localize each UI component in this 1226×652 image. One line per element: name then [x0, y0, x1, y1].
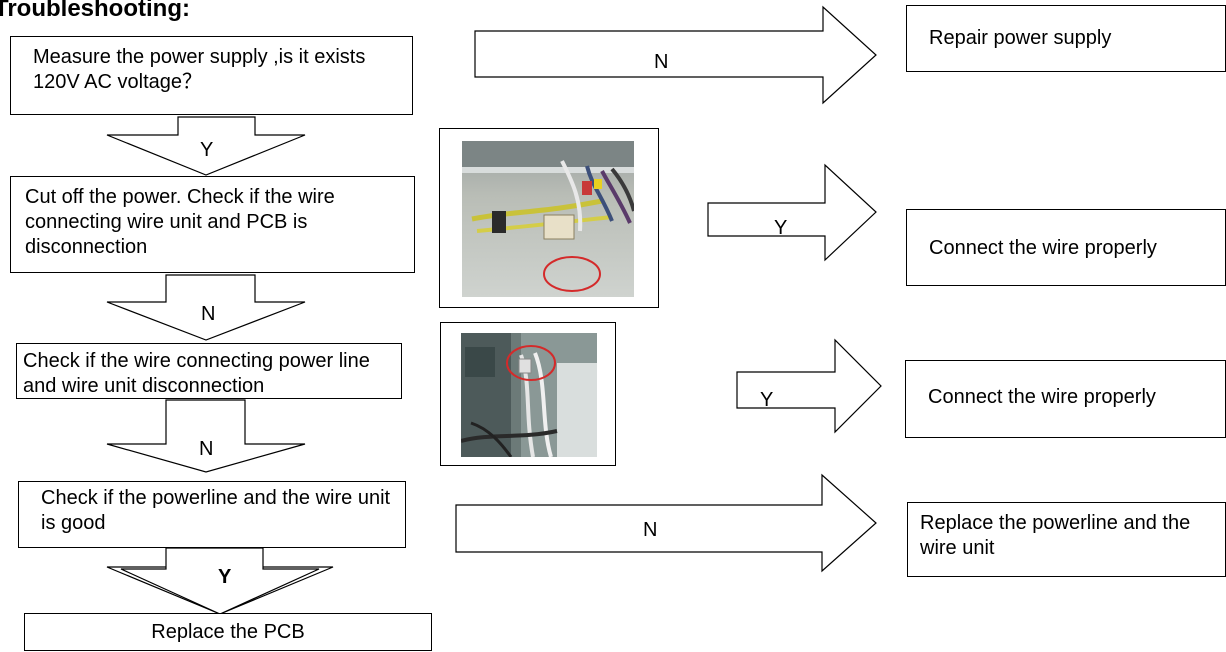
action-box-connect-wire-1: Connect the wire properly: [906, 209, 1226, 286]
down-label-1: Y: [200, 139, 214, 161]
action-text: Connect the wire properly: [928, 386, 1156, 408]
action-text: Repair power supply: [929, 27, 1112, 49]
photo-frame-power-line: [440, 322, 616, 466]
right-arrow-2: [707, 163, 877, 262]
action-box-repair-power-supply: Repair power supply: [906, 5, 1226, 72]
power-line-photo: [461, 333, 597, 457]
right-label-3: Y: [760, 389, 774, 411]
down-arrow-3: [106, 399, 306, 473]
action-box-replace-powerline: Replace the powerline and the wire unit: [907, 502, 1226, 577]
step-box-check-power-line: Check if the wire connecting power line …: [16, 343, 402, 399]
right-arrow-3: [736, 338, 882, 434]
right-label-2: Y: [774, 217, 788, 239]
step-box-replace-pcb: Replace the PCB: [24, 613, 432, 651]
right-label-1: N: [654, 51, 669, 73]
right-arrow-4: [455, 473, 877, 573]
step-text: Measure the power supply ,is it exists 1…: [33, 46, 366, 93]
right-arrow-1: [474, 5, 877, 105]
step-text: Cut off the power. Check if the wire con…: [25, 186, 335, 258]
down-arrow-1: [106, 116, 306, 176]
step-box-measure-power: Measure the power supply ,is it exists 1…: [10, 36, 413, 115]
down-label-3: N: [199, 438, 214, 460]
pcb-connector-photo: [462, 141, 634, 297]
action-text: Replace the powerline and the wire unit: [920, 512, 1191, 559]
step-text: Check if the powerline and the wire unit…: [41, 487, 391, 534]
action-text: Connect the wire properly: [929, 237, 1157, 259]
step-text: Replace the PCB: [151, 621, 305, 643]
down-arrow-4-body: [120, 547, 320, 615]
right-label-4: N: [643, 519, 658, 541]
step-box-check-pcb-wire: Cut off the power. Check if the wire con…: [10, 176, 415, 273]
page-title: Troubleshooting:: [0, 0, 190, 22]
step-text: Check if the wire connecting power line …: [23, 350, 370, 397]
down-label-2: N: [201, 303, 216, 325]
step-box-check-powerline-good: Check if the powerline and the wire unit…: [18, 481, 406, 548]
down-label-4: Y: [218, 566, 232, 588]
photo-frame-pcb-connector: [439, 128, 659, 308]
action-box-connect-wire-2: Connect the wire properly: [905, 360, 1226, 438]
down-arrow-2: [106, 274, 306, 341]
